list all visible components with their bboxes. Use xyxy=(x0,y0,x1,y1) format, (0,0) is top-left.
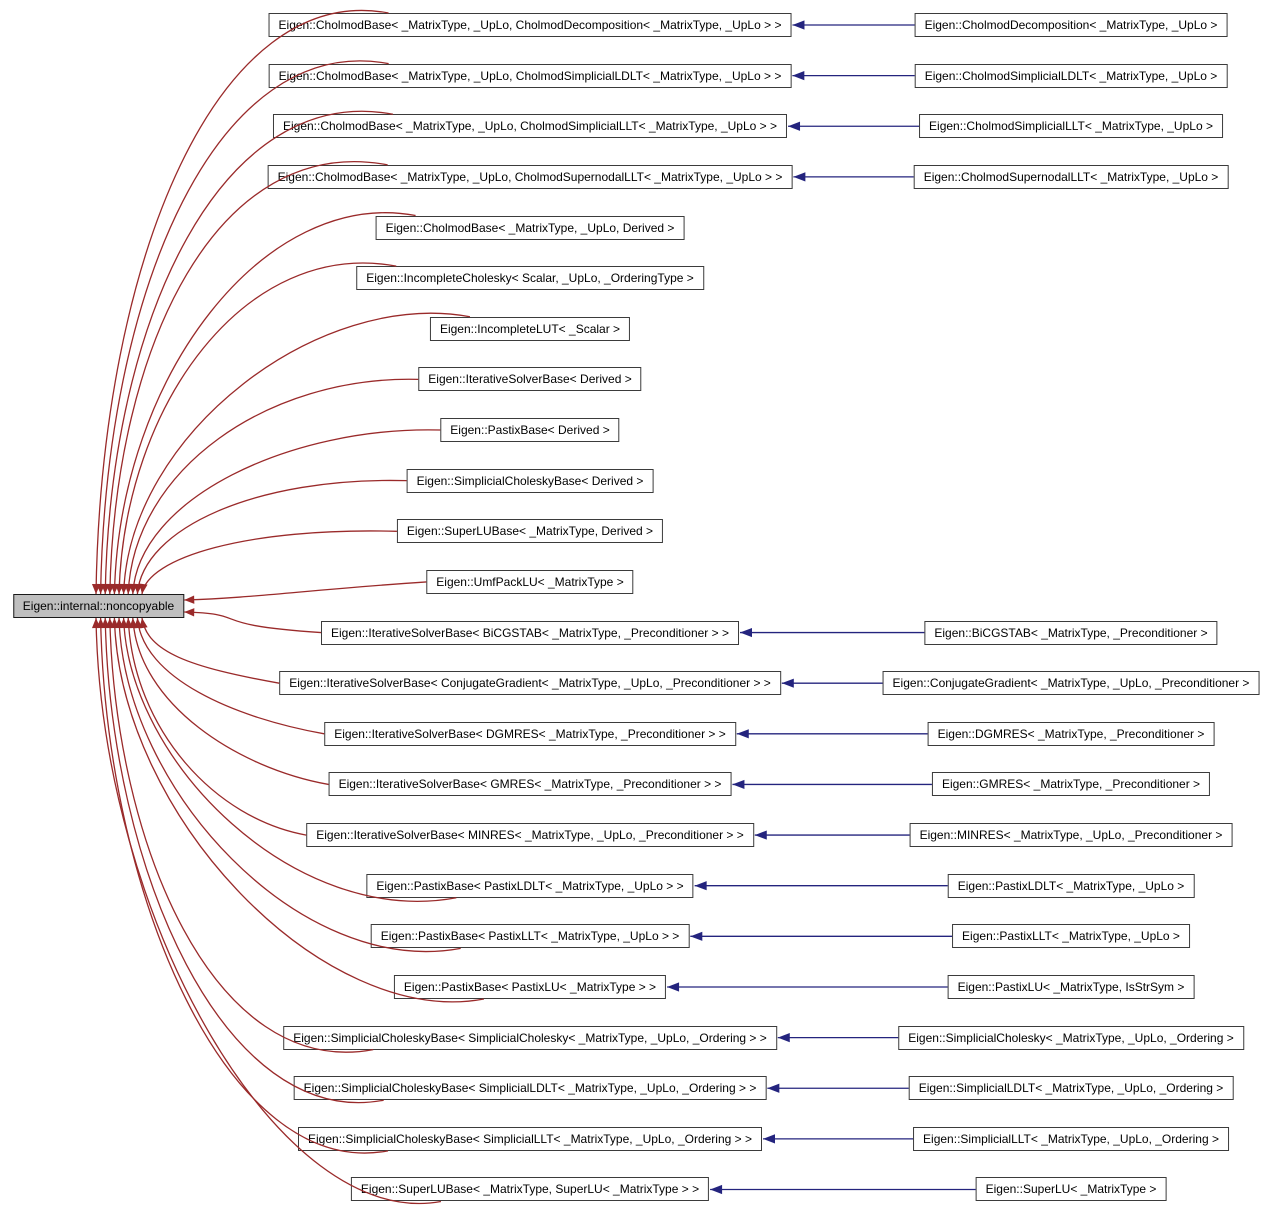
class-node[interactable]: Eigen::PastixBase< Derived > xyxy=(440,418,620,443)
base-class-node[interactable]: Eigen::internal::noncopyable xyxy=(12,594,185,618)
private-inheritance-edge xyxy=(184,581,427,604)
private-inheritance-edge xyxy=(105,161,388,595)
class-node[interactable]: Eigen::IterativeSolverBase< DGMRES< _Mat… xyxy=(324,721,736,746)
class-node[interactable]: Eigen::IterativeSolverBase< MINRES< _Mat… xyxy=(306,823,754,848)
class-node[interactable]: Eigen::IncompleteLUT< _Scalar > xyxy=(429,316,631,341)
class-node[interactable]: Eigen::DGMRES< _MatrixType, _Preconditio… xyxy=(927,721,1215,746)
class-node[interactable]: Eigen::CholmodSupernodalLLT< _MatrixType… xyxy=(913,164,1229,189)
class-node[interactable]: Eigen::SuperLU< _MatrixType > xyxy=(975,1177,1167,1202)
private-inheritance-edge xyxy=(119,617,457,902)
class-node[interactable]: Eigen::UmfPackLU< _MatrixType > xyxy=(426,569,634,594)
private-inheritance-edge xyxy=(96,60,389,595)
class-node[interactable]: Eigen::CholmodBase< _MatrixType, _UpLo, … xyxy=(268,63,792,88)
class-node[interactable]: Eigen::PastixLU< _MatrixType, IsStrSym > xyxy=(947,974,1195,999)
class-node[interactable]: Eigen::SimplicialCholeskyBase< Simplicia… xyxy=(298,1126,762,1151)
private-inheritance-edge xyxy=(129,617,329,786)
private-inheritance-edge xyxy=(133,479,407,595)
class-node[interactable]: Eigen::CholmodBase< _MatrixType, _UpLo, … xyxy=(375,215,685,240)
private-inheritance-edge xyxy=(91,10,389,595)
private-inheritance-edge xyxy=(124,378,419,595)
class-node[interactable]: Eigen::SimplicialCholeskyBase< Simplicia… xyxy=(283,1025,777,1050)
class-node[interactable]: Eigen::SuperLUBase< _MatrixType, Derived… xyxy=(396,519,664,544)
class-node[interactable]: Eigen::CholmodSimplicialLDLT< _MatrixTyp… xyxy=(914,63,1228,88)
class-node[interactable]: Eigen::SimplicialCholeskyBase< Derived > xyxy=(406,468,654,493)
class-node[interactable]: Eigen::BiCGSTAB< _MatrixType, _Precondit… xyxy=(924,620,1218,645)
class-node[interactable]: Eigen::IncompleteCholesky< Scalar, _UpLo… xyxy=(356,266,704,291)
private-inheritance-edge xyxy=(115,262,397,595)
private-inheritance-edge xyxy=(184,608,322,634)
class-node[interactable]: Eigen::PastixLDLT< _MatrixType, _UpLo > xyxy=(947,873,1195,898)
class-node[interactable]: Eigen::SimplicialLLT< _MatrixType, _UpLo… xyxy=(913,1126,1229,1151)
class-node[interactable]: Eigen::SimplicialLDLT< _MatrixType, _UpL… xyxy=(908,1076,1234,1101)
class-node[interactable]: Eigen::MINRES< _MatrixType, _UpLo, _Prec… xyxy=(909,823,1233,848)
class-node[interactable]: Eigen::SuperLUBase< _MatrixType, SuperLU… xyxy=(350,1177,710,1202)
class-node[interactable]: Eigen::SimplicialCholesky< _MatrixType, … xyxy=(898,1025,1244,1050)
private-inheritance-edge xyxy=(96,617,389,1154)
class-node[interactable]: Eigen::IterativeSolverBase< GMRES< _Matr… xyxy=(328,772,732,797)
private-inheritance-edge xyxy=(139,530,397,595)
class-node[interactable]: Eigen::IterativeSolverBase< ConjugateGra… xyxy=(279,671,781,696)
class-node[interactable]: Eigen::GMRES< _MatrixType, _Precondition… xyxy=(931,772,1211,797)
class-node[interactable]: Eigen::PastixLLT< _MatrixType, _UpLo > xyxy=(952,924,1190,949)
class-node[interactable]: Eigen::PastixBase< PastixLLT< _MatrixTyp… xyxy=(370,924,690,949)
private-inheritance-edge xyxy=(91,617,442,1205)
class-node[interactable]: Eigen::ConjugateGradient< _MatrixType, _… xyxy=(882,671,1260,696)
class-node[interactable]: Eigen::CholmodDecomposition< _MatrixType… xyxy=(914,13,1228,37)
class-node[interactable]: Eigen::PastixBase< PastixLU< _MatrixType… xyxy=(393,974,667,999)
class-node[interactable]: Eigen::SimplicialCholeskyBase< Simplicia… xyxy=(293,1076,767,1101)
class-node[interactable]: Eigen::CholmodBase< _MatrixType, _UpLo, … xyxy=(268,13,792,37)
class-node[interactable]: Eigen::PastixBase< PastixLDLT< _MatrixTy… xyxy=(366,873,694,898)
class-node[interactable]: Eigen::CholmodBase< _MatrixType, _UpLo, … xyxy=(272,114,788,139)
private-inheritance-edge xyxy=(129,429,441,595)
class-node[interactable]: Eigen::CholmodSimplicialLLT< _MatrixType… xyxy=(919,114,1223,139)
class-node[interactable]: Eigen::IterativeSolverBase< BiCGSTAB< _M… xyxy=(321,620,739,645)
private-inheritance-edge xyxy=(139,617,280,684)
private-inheritance-edge xyxy=(119,312,471,595)
class-node[interactable]: Eigen::IterativeSolverBase< Derived > xyxy=(418,367,642,392)
class-node[interactable]: Eigen::CholmodBase< _MatrixType, _UpLo, … xyxy=(267,164,793,189)
private-inheritance-edge xyxy=(124,617,307,836)
